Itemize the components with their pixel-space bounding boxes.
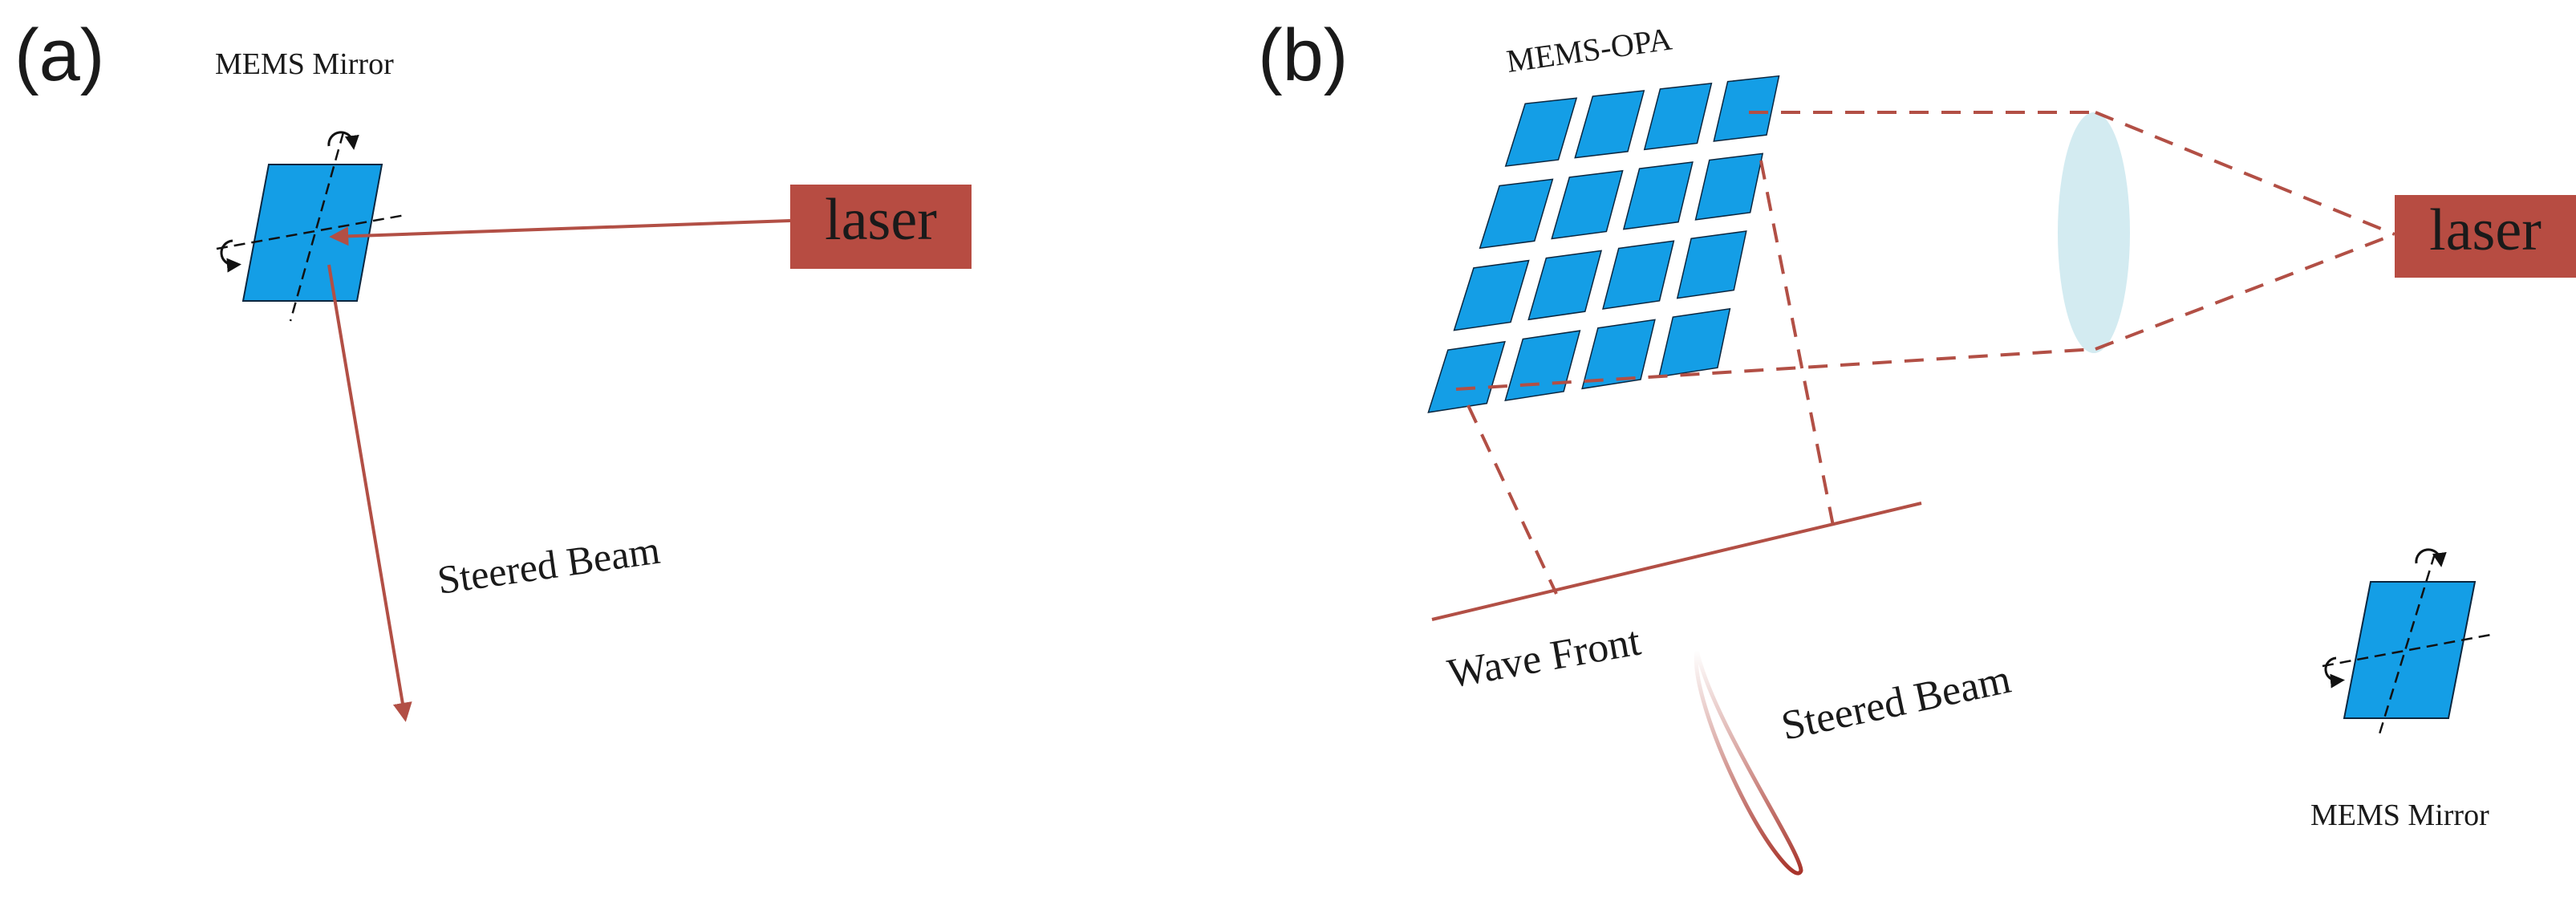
panel-b-label: (b) xyxy=(1258,14,1348,96)
panel-a-laser-label: laser xyxy=(825,187,937,253)
panel-a-laser: laser xyxy=(790,185,972,269)
panel-a-steered-beam xyxy=(327,264,412,722)
panel-a-mems-mirror xyxy=(216,131,406,322)
panel-b-opa-label: MEMS-OPA xyxy=(1504,20,1674,79)
mems-opa-array xyxy=(1427,75,1780,413)
opa-mirror-cell xyxy=(1658,307,1731,378)
reflected-beam-left xyxy=(1466,404,1558,595)
lens xyxy=(2058,112,2130,353)
panel-b-rotation-left-icon xyxy=(2324,656,2345,689)
panel-a-label: (a) xyxy=(14,14,104,96)
panel-a-mirror-label: MEMS Mirror xyxy=(215,47,394,81)
opa-mirror-cell xyxy=(1551,169,1624,240)
opa-mirror-cell xyxy=(1574,90,1645,159)
opa-mirror-cell xyxy=(1643,83,1713,151)
opa-mirror-cell xyxy=(1479,178,1554,250)
panel-b: (b) MEMS-OPA laser Wave Front Steered Be… xyxy=(1258,14,2576,876)
opa-mirror-cell xyxy=(1427,340,1506,413)
panel-a-incident-beam xyxy=(329,219,791,246)
panel-b-mems-mirror xyxy=(2322,548,2496,737)
opa-mirror-cell xyxy=(1713,75,1780,142)
panel-b-beam-label: Steered Beam xyxy=(1778,656,2015,750)
panel-b-mirror-axis-horizontal xyxy=(2322,632,2496,668)
opa-mirror-cell xyxy=(1676,230,1747,299)
opa-mirror-cell xyxy=(1622,161,1694,230)
panel-b-laser-label: laser xyxy=(2429,197,2542,263)
opa-mirror-cell xyxy=(1602,240,1675,310)
wave-front-label: Wave Front xyxy=(1444,618,1645,697)
panel-b-mirror-label: MEMS Mirror xyxy=(2310,798,2489,832)
panel-b-rotation-top-icon xyxy=(2415,548,2447,567)
opa-mirror-cell xyxy=(1504,97,1578,167)
collimated-beam-bottom xyxy=(1455,347,2096,391)
steered-beam-lobe xyxy=(1694,649,1803,876)
panel-b-mirror-axis-vertical xyxy=(2377,553,2436,737)
panel-a-rotation-top-icon xyxy=(327,131,359,150)
opa-mirror-cell xyxy=(1527,250,1603,321)
diverging-beam-top xyxy=(2095,111,2395,236)
panel-a-beam-label: Steered Beam xyxy=(435,527,663,603)
opa-mirror-cell xyxy=(1581,319,1656,390)
opa-mirror-cell xyxy=(1504,330,1581,402)
reflected-beam-right xyxy=(1759,160,1835,526)
panel-a-mirror-axis-horizontal xyxy=(216,213,406,250)
opa-mirror-cell xyxy=(1694,152,1764,221)
diverging-beam-bottom xyxy=(2095,233,2395,351)
panel-a: (a) MEMS Mirror laser Steered Beam xyxy=(14,14,972,722)
panel-b-laser: laser xyxy=(2395,195,2576,278)
opa-mirror-cell xyxy=(1453,259,1530,331)
panel-a-rotation-left-icon xyxy=(220,239,241,273)
panel-b-beam-paths xyxy=(1455,111,2395,595)
panel-a-mirror-axis-vertical xyxy=(289,132,345,322)
wave-front-line xyxy=(1431,502,1922,621)
